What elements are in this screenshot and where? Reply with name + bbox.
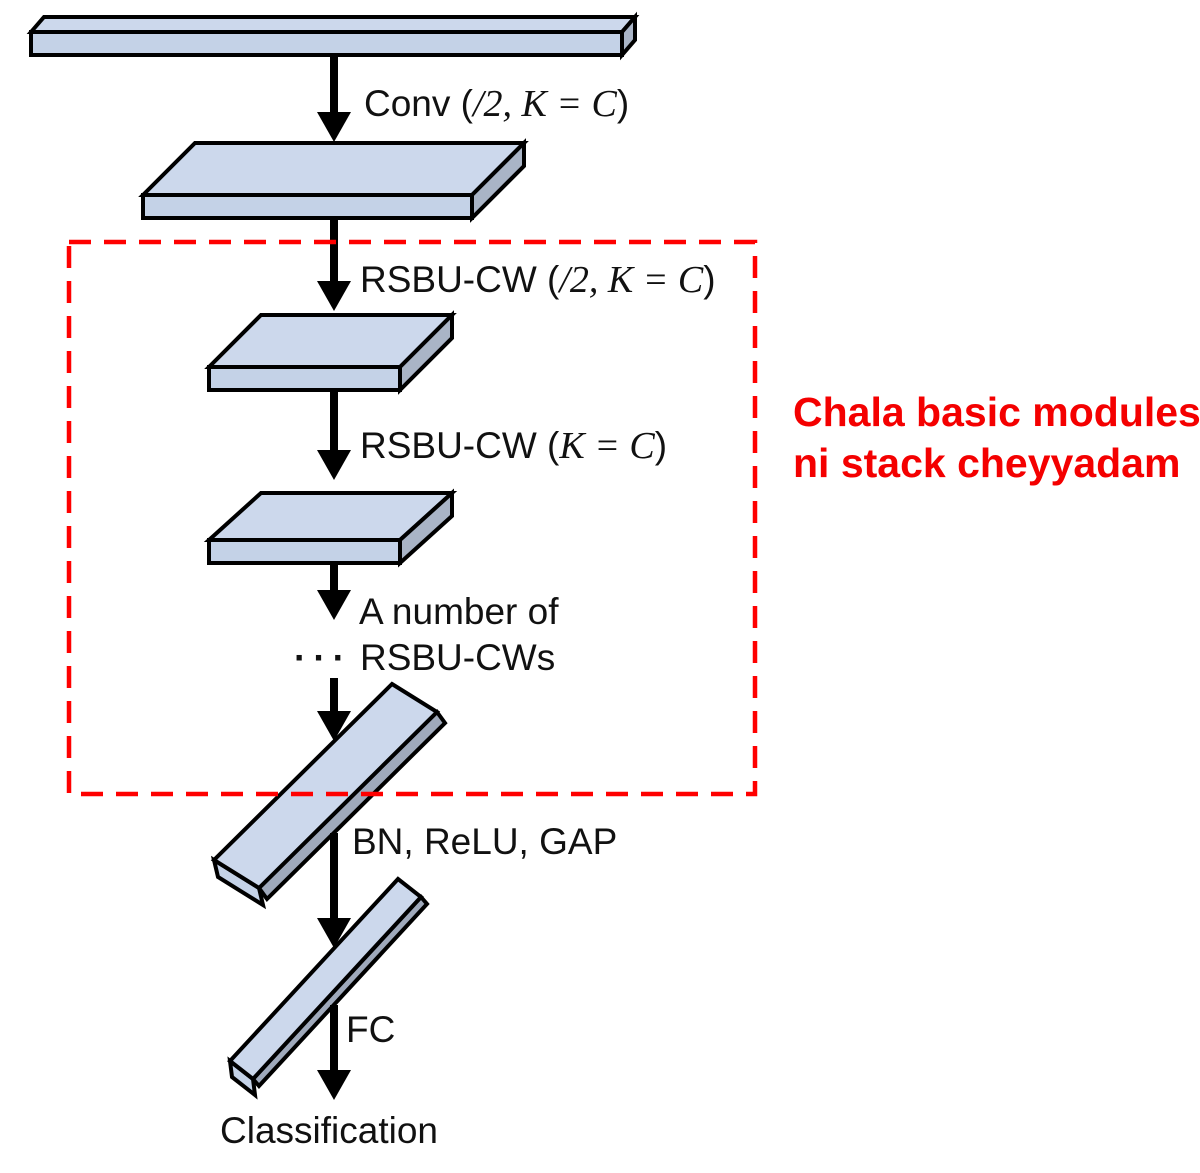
rsbu-output-slab-2: [203, 488, 458, 568]
stack-count-label-line2: ···RSBU-CWs: [294, 637, 555, 679]
rsbu-label-math: K = C: [559, 425, 655, 467]
rsbu-slab2-front-face: [207, 538, 402, 565]
classification-label: Classification: [220, 1110, 438, 1152]
conv-label-prefix: Conv (: [364, 83, 473, 124]
arrow-rsbu-cw: [317, 392, 351, 480]
input-feature-bar: [26, 11, 640, 61]
bn-relu-gap-label: BN, ReLU, GAP: [352, 821, 617, 863]
rsbu-label-prefix: RSBU-CW (: [360, 425, 560, 466]
conv-slab-top-face: [138, 141, 529, 197]
gap-vector-bar: [227, 876, 430, 1100]
rsbu-output-slab-1: [204, 310, 457, 395]
rsbu-down-label-prefix: RSBU-CW (: [360, 259, 560, 300]
arrow-conv: [317, 53, 351, 142]
arrow-more-rsbu-head: [317, 590, 351, 620]
conv-label: Conv (/2, K = C): [364, 82, 629, 126]
arrow-rsbu-cw-downsample: [317, 216, 351, 311]
arrow-rsbu-downsample-head: [317, 281, 351, 311]
arrow-fc-head: [317, 1070, 351, 1100]
conv-slab-front-face: [141, 193, 474, 220]
arrow-bn-relu-gap: [317, 833, 351, 948]
rsbu-down-label-math: /2, K = C: [559, 259, 704, 301]
rsbu-cw-label: RSBU-CW (K = C): [360, 424, 667, 468]
stack-count-text: A number of: [359, 591, 559, 632]
annotation-line1: Chala basic modules: [793, 389, 1200, 435]
classification-text: Classification: [220, 1110, 438, 1151]
fc-text: FC: [346, 1009, 396, 1050]
bn-relu-gap-text: BN, ReLU, GAP: [352, 821, 618, 862]
arrow-to-stacked-bar-head: [317, 711, 351, 741]
conv-label-math: /2, K = C: [472, 83, 617, 125]
arrow-bn-head: [317, 918, 351, 948]
arrow-to-stacked-bar: [317, 678, 351, 741]
conv-output-slab: [138, 138, 529, 223]
fc-label: FC: [346, 1009, 395, 1051]
input-bar-front-face: [29, 30, 624, 57]
ellipsis-dots: ···: [294, 637, 352, 678]
rsbu-label-suffix: ): [654, 425, 668, 466]
arrow-conv-head: [317, 112, 351, 142]
rsbu-slab1-front-face: [207, 365, 402, 392]
stack-count-label-line1: A number of: [359, 591, 559, 633]
stack-units-text: RSBU-CWs: [359, 637, 556, 678]
input-bar-top-face: [26, 15, 640, 34]
basic-modules-dashed-box: [66, 239, 758, 797]
arrow-rsbu-head: [317, 450, 351, 480]
gap-bar-top-face: [227, 876, 424, 1082]
arrow-fc: [317, 1005, 351, 1100]
rsbu-down-label-suffix: ): [703, 259, 716, 300]
conv-label-suffix: ): [616, 83, 630, 124]
arrow-more-rsbu: [317, 565, 351, 620]
stacked-features-bar: [210, 681, 448, 910]
stacked-bar-top-face: [210, 681, 441, 891]
annotation-line2: ni stack cheyyadam: [793, 440, 1181, 486]
rsbu-cw-downsample-label: RSBU-CW (/2, K = C): [360, 258, 716, 302]
basic-modules-annotation: Chala basic modules ni stack cheyyadam: [793, 387, 1200, 489]
